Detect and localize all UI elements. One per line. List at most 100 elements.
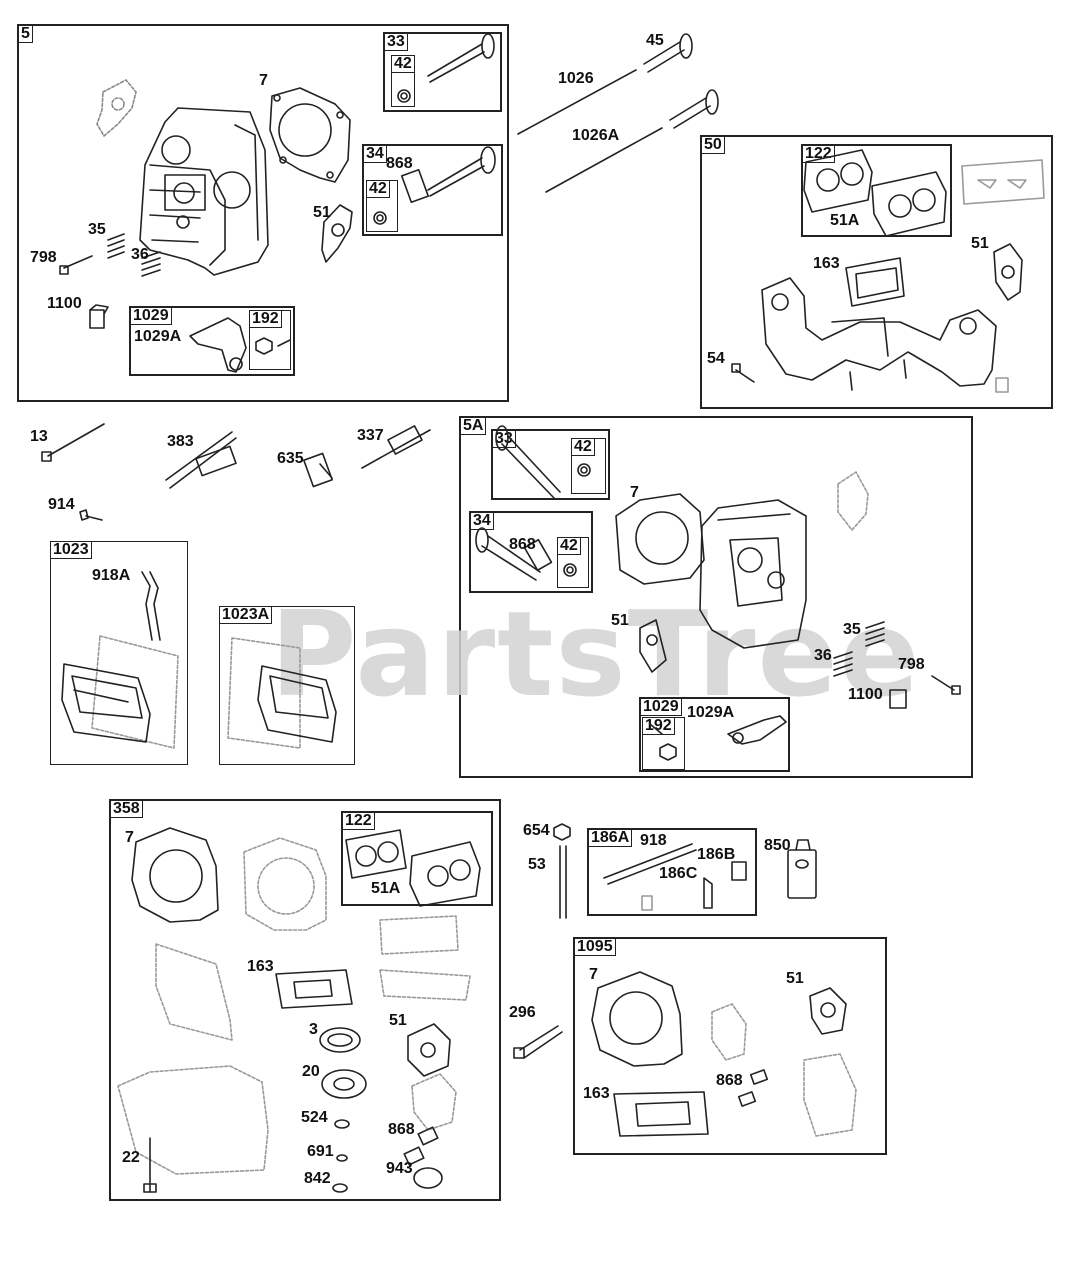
part-label-868[interactable]: 868 [388,1121,415,1138]
part-label-383[interactable]: 383 [167,433,194,450]
part-label-51[interactable]: 51 [611,612,629,629]
part-label-36[interactable]: 36 [814,647,832,664]
part-label-868[interactable]: 868 [509,536,536,553]
part-label-51[interactable]: 51 [786,970,804,987]
spring-icon [107,233,161,277]
group-122[interactable]: 122 [801,144,952,237]
group-34[interactable]: 34 [469,511,593,593]
group-tag: 42 [366,180,390,198]
part-label-186c[interactable]: 186C [659,865,698,882]
part-label-51a[interactable]: 51A [371,880,401,897]
part-label-914[interactable]: 914 [48,496,75,513]
part-label-36[interactable]: 36 [131,246,149,263]
part-label-163[interactable]: 163 [813,255,840,272]
bolt-icon [737,1069,769,1107]
bolt-icon [731,861,747,881]
part-label-635[interactable]: 635 [277,450,304,467]
part-label-163[interactable]: 163 [583,1085,610,1102]
group-34[interactable]: 34 [362,144,503,236]
part-label-54[interactable]: 54 [707,350,725,367]
part-label-1029a[interactable]: 1029A [134,328,182,345]
part-label-186b[interactable]: 186B [697,846,736,863]
gasket-icon [321,204,353,263]
pushrod-icon [141,571,161,641]
group-192[interactable]: 192 [642,717,685,770]
part-label-1029a[interactable]: 1029A [687,704,735,721]
part-label-868[interactable]: 868 [386,155,413,172]
group-42[interactable]: 42 [557,537,589,588]
part-label-13[interactable]: 13 [30,428,48,445]
bolt-icon [641,895,653,911]
group-186a[interactable]: 186A [587,828,757,916]
group-42[interactable]: 42 [366,180,398,232]
group-1029[interactable]: 1029 [639,697,790,772]
gasket-icon [803,1053,857,1137]
part-label-51[interactable]: 51 [313,204,331,221]
group-tag: 33 [384,33,408,51]
part-label-51[interactable]: 51 [971,235,989,252]
part-label-296[interactable]: 296 [509,1004,536,1021]
part-label-337[interactable]: 337 [357,427,384,444]
part-label-524[interactable]: 524 [301,1109,328,1126]
group-tag: 42 [557,537,581,555]
group-1029[interactable]: 1029 [129,306,295,376]
gasket-icon [409,841,481,907]
part-label-1026[interactable]: 1026 [558,70,594,87]
valve-icon [495,425,561,499]
valve-cover-icon [61,663,151,743]
group-5[interactable]: 5 [17,24,509,402]
group-122[interactable]: 122 [341,811,493,906]
part-label-850[interactable]: 850 [764,837,791,854]
sealant-tube-icon [787,839,817,899]
group-1095[interactable]: 1095 [573,937,887,1155]
part-label-918a[interactable]: 918A [92,567,131,584]
gasket-icon [275,969,353,1009]
group-1023[interactable]: 1023 [50,541,188,765]
part-label-1100[interactable]: 1100 [47,295,82,312]
valve-icon [475,527,553,581]
group-358[interactable]: 358 [109,799,501,1201]
part-label-1026a[interactable]: 1026A [572,127,620,144]
gasket-icon [613,1091,709,1137]
group-33[interactable]: 33 [491,429,610,500]
group-192[interactable]: 192 [249,310,291,370]
part-label-691[interactable]: 691 [307,1143,334,1160]
part-label-45[interactable]: 45 [646,32,664,49]
spark-plug-icon [361,425,431,469]
part-label-7[interactable]: 7 [125,829,134,846]
part-label-7[interactable]: 7 [259,72,268,89]
spark-plug-icon [165,431,237,489]
part-label-7[interactable]: 7 [630,484,639,501]
part-label-1100[interactable]: 1100 [848,686,883,703]
part-label-163[interactable]: 163 [247,958,274,975]
valve-icon [373,211,387,225]
part-label-798[interactable]: 798 [898,656,925,673]
group-42[interactable]: 42 [571,438,606,494]
part-label-35[interactable]: 35 [88,221,106,238]
group-1023a[interactable]: 1023A [219,606,355,765]
part-label-918[interactable]: 918 [640,832,667,849]
group-33[interactable]: 33 [383,32,502,112]
part-label-3[interactable]: 3 [309,1021,318,1038]
part-label-22[interactable]: 22 [122,1149,140,1166]
part-label-868[interactable]: 868 [716,1072,743,1089]
part-label-53[interactable]: 53 [528,856,546,873]
group-50[interactable]: 50 [700,135,1053,409]
gasket-icon [615,493,705,585]
bolt-icon [143,1137,157,1193]
group-5a[interactable]: 5A [459,416,973,778]
part-label-943[interactable]: 943 [386,1160,413,1177]
group-tag: 5A [460,417,487,435]
group-42[interactable]: 42 [391,55,415,107]
part-label-842[interactable]: 842 [304,1170,331,1187]
part-label-654[interactable]: 654 [523,822,550,839]
part-label-20[interactable]: 20 [302,1063,320,1080]
gasket-icon [269,87,351,183]
part-label-798[interactable]: 798 [30,249,57,266]
bolt-icon [995,377,1009,393]
part-label-51a[interactable]: 51A [830,212,860,229]
part-label-7[interactable]: 7 [589,966,598,983]
part-label-51[interactable]: 51 [389,1012,407,1029]
group-tag: 1029 [640,698,682,716]
part-label-35[interactable]: 35 [843,621,861,638]
